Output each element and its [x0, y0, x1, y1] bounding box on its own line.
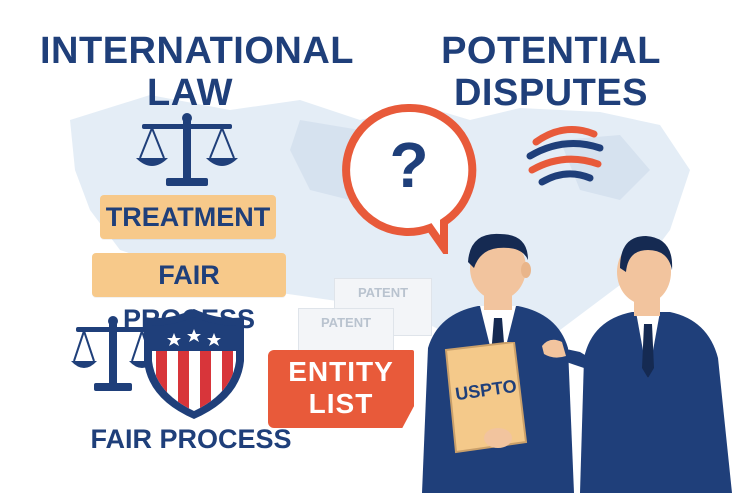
- speech-bubble-icon: [342, 103, 477, 254]
- scales-icon: [71, 316, 155, 391]
- scales-icon: [136, 113, 238, 186]
- shield-icon: [144, 309, 244, 419]
- uspto-folder: [444, 342, 528, 454]
- title-potential-disputes: POTENTIAL DISPUTES: [441, 30, 661, 114]
- treatment-tag: TREATMENT: [100, 195, 276, 239]
- title-international-law: INTERNATIONAL LAW: [40, 30, 354, 114]
- fair-process-label: FAIR PROCESS: [90, 424, 292, 454]
- fair-process-tag: FAIR PROCESS: [92, 253, 286, 334]
- businessman-right: [542, 236, 732, 493]
- entity-list-sign: ENTITY LIST: [268, 350, 414, 428]
- question-mark: ?: [389, 129, 429, 201]
- globe-logo-icon: [526, 126, 604, 186]
